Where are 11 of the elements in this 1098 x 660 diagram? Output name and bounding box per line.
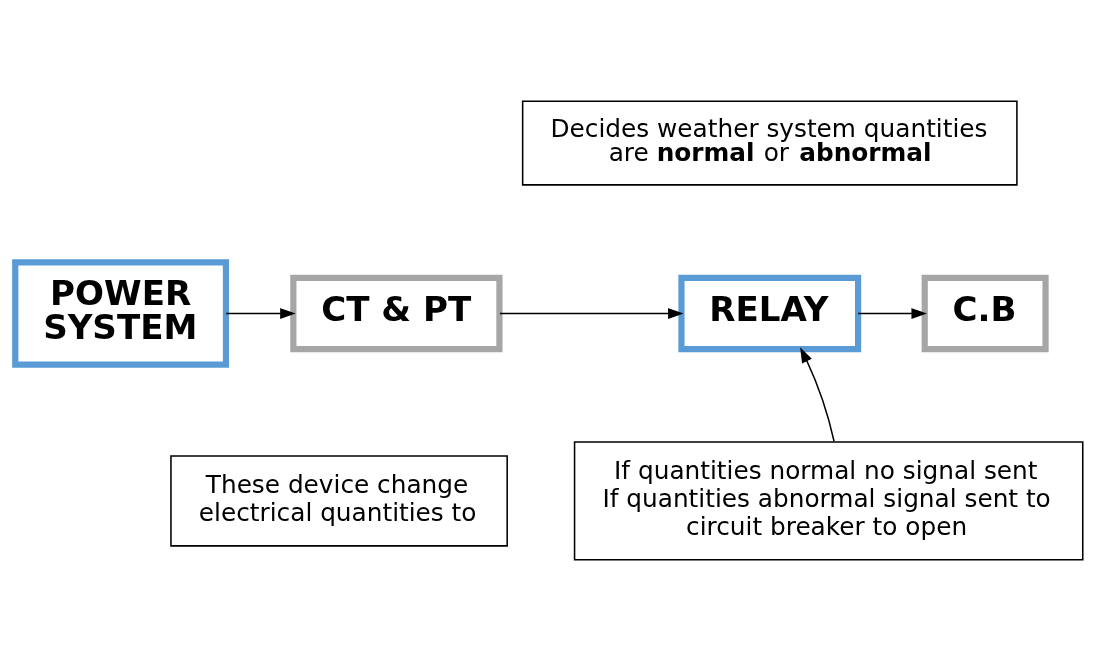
node-box: RELAY	[678, 274, 862, 352]
node-box: Decides weather system quantities are normal or abnormal	[521, 99, 1018, 186]
arrow	[800, 346, 835, 442]
node-box: These device change electrical quantities to	[170, 454, 508, 547]
node-box: C.B	[921, 274, 1049, 352]
arrow	[857, 307, 927, 319]
node-box: CT & PT	[290, 274, 503, 352]
node-box: POWER SYSTEM	[12, 258, 230, 368]
arrow	[225, 307, 296, 319]
arrow	[499, 307, 684, 319]
node-box: If quantities normal no signal sent If quantities abnormal signal sent to circuit breaker to open	[573, 440, 1084, 561]
